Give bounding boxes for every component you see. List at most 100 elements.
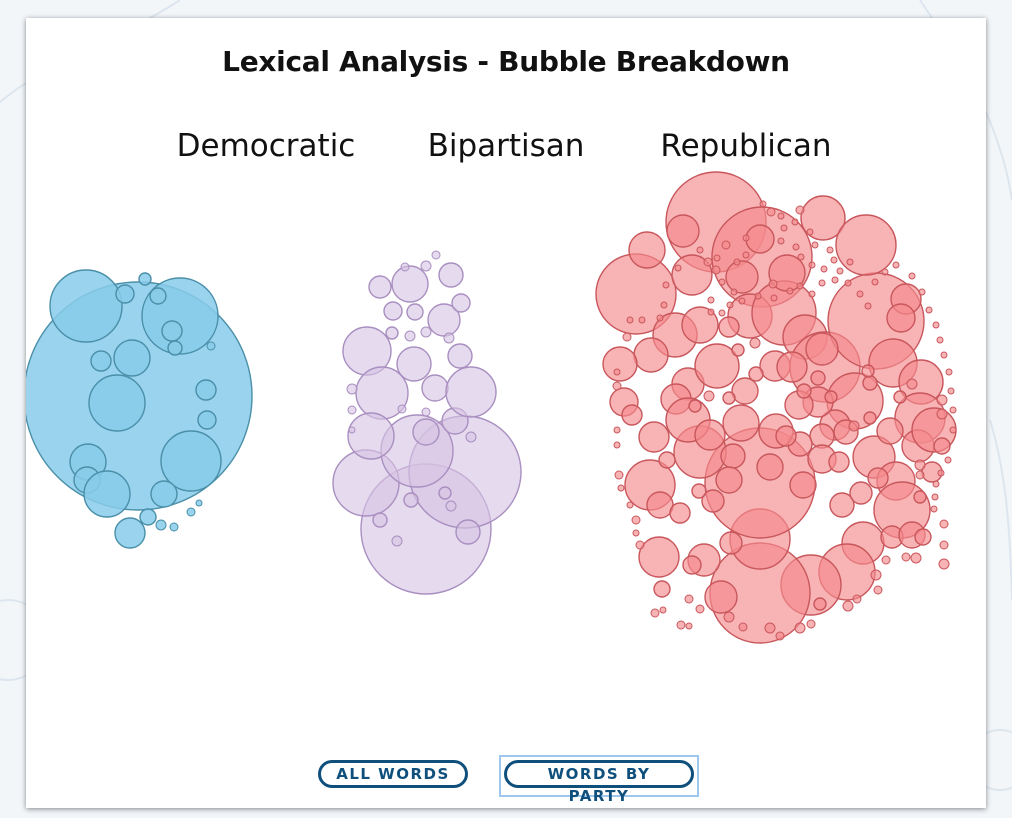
bubble-republican-65[interactable]	[828, 451, 850, 473]
bubble-republican-160[interactable]	[786, 287, 794, 295]
bubble-republican-139[interactable]	[613, 368, 621, 376]
bubble-republican-100[interactable]	[848, 420, 860, 432]
bubble-republican-101[interactable]	[893, 390, 907, 404]
bubble-republican-182[interactable]	[937, 469, 945, 477]
bubble-bipartisan-18[interactable]	[455, 519, 481, 545]
bubble-republican-76[interactable]	[775, 425, 797, 447]
bubble-republican-203[interactable]	[721, 240, 731, 250]
bubble-republican-80[interactable]	[849, 481, 873, 505]
bubble-republican-126[interactable]	[873, 585, 883, 595]
bubble-republican-75[interactable]	[715, 466, 743, 494]
bubble-republican-198[interactable]	[777, 237, 785, 245]
bubble-bipartisan-17[interactable]	[451, 293, 471, 313]
bubble-republican-128[interactable]	[881, 555, 891, 565]
bubble-republican-184[interactable]	[931, 493, 939, 501]
bubble-democratic-14[interactable]	[138, 272, 152, 286]
bubble-republican-145[interactable]	[662, 281, 670, 289]
bubble-republican-135[interactable]	[614, 470, 624, 480]
bubble-republican-189[interactable]	[811, 241, 819, 249]
bubble-republican-81[interactable]	[913, 490, 927, 504]
bubble-republican-148[interactable]	[703, 257, 713, 267]
bubble-bipartisan-23[interactable]	[391, 535, 403, 547]
bubble-bipartisan-33[interactable]	[465, 431, 477, 443]
bubble-republican-200[interactable]	[797, 253, 805, 261]
bubble-republican-207[interactable]	[742, 234, 750, 242]
bubble-republican-91[interactable]	[731, 343, 745, 357]
bubble-republican-96[interactable]	[824, 390, 838, 404]
bubble-republican-191[interactable]	[830, 256, 838, 264]
bubble-republican-173[interactable]	[925, 306, 933, 314]
bubble-republican-85[interactable]	[653, 580, 671, 598]
bubble-republican-4[interactable]	[681, 306, 719, 344]
bubble-republican-127[interactable]	[870, 569, 882, 581]
bubble-bipartisan-12[interactable]	[438, 262, 464, 288]
bubble-republican-204[interactable]	[713, 254, 721, 262]
bubble-republican-129[interactable]	[659, 606, 667, 614]
bubble-republican-113[interactable]	[676, 620, 686, 630]
bubble-republican-168[interactable]	[871, 278, 879, 286]
bubble-republican-123[interactable]	[813, 597, 827, 611]
bubble-bipartisan-30[interactable]	[400, 262, 410, 272]
bubble-republican-74[interactable]	[669, 502, 691, 524]
bubble-republican-178[interactable]	[947, 387, 955, 395]
bubble-republican-44[interactable]	[886, 303, 916, 333]
bubble-republican-117[interactable]	[695, 604, 705, 614]
bubble-republican-164[interactable]	[831, 276, 839, 284]
bubble-democratic-15[interactable]	[149, 287, 167, 305]
bubble-republican-137[interactable]	[613, 426, 621, 434]
bubble-republican-202[interactable]	[820, 265, 828, 273]
bubble-bipartisan-34[interactable]	[397, 404, 407, 414]
bubble-bipartisan-20[interactable]	[447, 343, 473, 369]
bubble-republican-149[interactable]	[711, 265, 721, 275]
bubble-bipartisan-11[interactable]	[391, 265, 429, 303]
bubble-republican-154[interactable]	[707, 308, 715, 316]
bubble-republican-192[interactable]	[836, 267, 844, 275]
bubble-republican-114[interactable]	[685, 622, 693, 630]
bubble-republican-73[interactable]	[621, 404, 643, 426]
bubble-republican-144[interactable]	[660, 301, 668, 309]
bubble-democratic-4[interactable]	[113, 339, 151, 377]
bubble-republican-157[interactable]	[754, 292, 762, 300]
bubble-republican-93[interactable]	[748, 366, 764, 382]
bubble-democratic-10[interactable]	[114, 517, 146, 549]
bubble-republican-110[interactable]	[939, 540, 949, 550]
bubble-republican-99[interactable]	[863, 411, 877, 425]
bubble-republican-194[interactable]	[759, 200, 767, 208]
bubble-republican-174[interactable]	[932, 321, 940, 329]
bubble-republican-115[interactable]	[723, 611, 735, 623]
bubble-democratic-1[interactable]	[49, 269, 123, 343]
bubble-bipartisan-26[interactable]	[420, 326, 432, 338]
bubble-republican-56[interactable]	[776, 351, 808, 383]
bubble-republican-166[interactable]	[856, 290, 864, 298]
bubble-republican-195[interactable]	[766, 207, 776, 217]
bubble-democratic-22[interactable]	[186, 507, 196, 517]
bubble-republican-140[interactable]	[622, 332, 632, 342]
bubble-republican-133[interactable]	[626, 501, 634, 509]
bubble-republican-103[interactable]	[936, 394, 948, 406]
bubble-republican-153[interactable]	[707, 296, 715, 304]
bubble-republican-170[interactable]	[892, 261, 900, 269]
bubble-republican-50[interactable]	[731, 377, 759, 405]
bubble-republican-158[interactable]	[770, 294, 778, 302]
bubble-republican-84[interactable]	[682, 555, 702, 575]
bubble-republican-121[interactable]	[794, 622, 806, 634]
bubble-republican-172[interactable]	[918, 288, 926, 296]
bubble-republican-112[interactable]	[650, 608, 660, 618]
bubble-republican-193[interactable]	[846, 258, 854, 266]
bubble-republican-125[interactable]	[852, 594, 862, 604]
bubble-republican-118[interactable]	[684, 594, 694, 604]
bubble-republican-66[interactable]	[876, 417, 904, 445]
bubble-bipartisan-31[interactable]	[438, 486, 452, 500]
bubble-republican-39[interactable]	[628, 231, 666, 269]
bubble-republican-150[interactable]	[718, 278, 726, 286]
bubble-republican-163[interactable]	[818, 279, 826, 287]
bubble-republican-78[interactable]	[829, 492, 855, 518]
bubble-bipartisan-21[interactable]	[372, 512, 388, 528]
bubble-republican-156[interactable]	[738, 297, 746, 305]
bubble-bipartisan-35[interactable]	[421, 407, 431, 417]
bubble-republican-41[interactable]	[800, 195, 846, 241]
bubble-republican-146[interactable]	[674, 264, 682, 272]
bubble-republican-57[interactable]	[638, 536, 680, 578]
bubble-republican-162[interactable]	[808, 290, 816, 298]
bubble-republican-88[interactable]	[722, 391, 736, 405]
